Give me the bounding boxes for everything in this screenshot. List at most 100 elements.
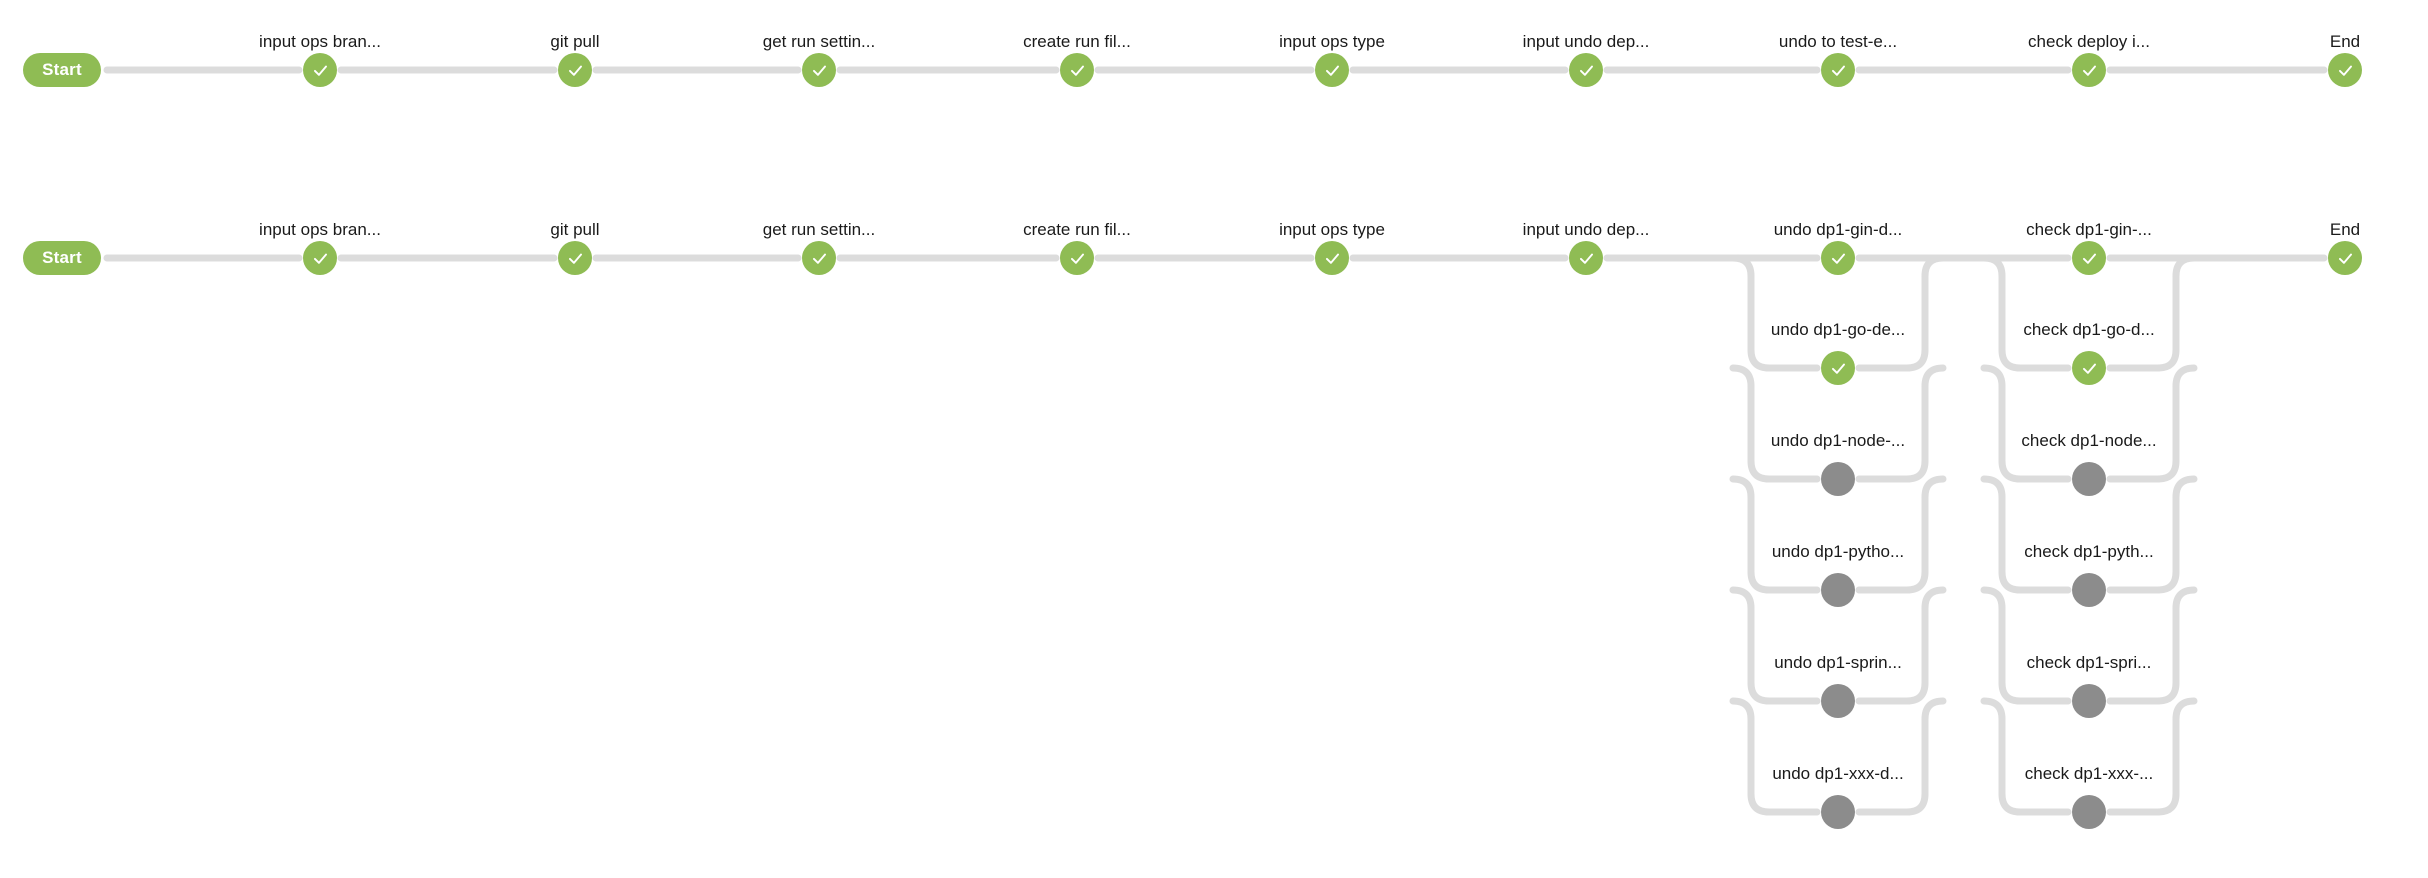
pipeline-node-bu-5[interactable]: [1821, 795, 1855, 829]
pipeline-node-bc-4[interactable]: [2072, 684, 2106, 718]
pipeline-node-r1-n7[interactable]: [1821, 53, 1855, 87]
pipeline-node-bu-4[interactable]: [1821, 684, 1855, 718]
node-label-bc-4: check dp1-spri...: [2026, 653, 2152, 672]
node-label-bu-4: undo dp1-sprin...: [1774, 653, 1902, 672]
check-icon[interactable]: [802, 241, 836, 275]
branch-corner-right-bu-3: [1921, 475, 1947, 501]
circle-icon[interactable]: [2072, 684, 2106, 718]
check-icon[interactable]: [1315, 53, 1349, 87]
circle-icon[interactable]: [2072, 462, 2106, 496]
pipeline-node-bc-3[interactable]: [2072, 573, 2106, 607]
circle-icon[interactable]: [1821, 795, 1855, 829]
start-node-pill[interactable]: Start: [23, 241, 101, 275]
check-icon[interactable]: [1569, 241, 1603, 275]
branch-corner-left-bc-3: [1980, 475, 2006, 501]
pipeline-node-r2-n6[interactable]: [1569, 241, 1603, 275]
pipeline-node-r1-n8[interactable]: [2072, 53, 2106, 87]
branch-corner-right-bu-4: [1921, 586, 1947, 612]
pipeline-node-r1-end[interactable]: [2328, 53, 2362, 87]
node-label-r2-end: End: [2329, 220, 2361, 239]
node-label-r1-n6: input undo dep...: [1522, 32, 1650, 51]
node-label-r1-n4: create run fil...: [1023, 32, 1131, 51]
node-label-r1-n3: get run settin...: [762, 32, 876, 51]
node-label-r1-n2: git pull: [550, 32, 600, 51]
pipeline-node-r2-n5[interactable]: [1315, 241, 1349, 275]
check-icon[interactable]: [1315, 241, 1349, 275]
node-label-r2-n3: get run settin...: [762, 220, 876, 239]
branch-corner-right-bc-5: [2172, 697, 2198, 723]
pipeline-node-r2-n3[interactable]: [802, 241, 836, 275]
pipeline-node-bu-3[interactable]: [1821, 573, 1855, 607]
pipeline-node-r1-n2[interactable]: [558, 53, 592, 87]
branch-corner-right-bu-1: [1921, 254, 1947, 280]
branch-corner-left-bu-3: [1729, 475, 1755, 501]
check-icon[interactable]: [802, 53, 836, 87]
branch-corner-left-bc-4: [1980, 586, 2006, 612]
check-icon[interactable]: [2072, 53, 2106, 87]
pipeline-node-r2-n7[interactable]: [1821, 241, 1855, 275]
pipeline-node-bu-2[interactable]: [1821, 462, 1855, 496]
circle-icon[interactable]: [1821, 462, 1855, 496]
check-icon[interactable]: [2072, 241, 2106, 275]
check-icon[interactable]: [2328, 241, 2362, 275]
pipeline-node-r2-end[interactable]: [2328, 241, 2362, 275]
branch-corner-left-bc-1: [1980, 254, 2006, 280]
node-label-bc-5: check dp1-xxx-...: [2024, 764, 2154, 783]
branch-corner-left-bu-1: [1729, 254, 1755, 280]
branch-corner-right-bc-3: [2172, 475, 2198, 501]
node-label-bu-5: undo dp1-xxx-d...: [1772, 764, 1904, 783]
check-icon[interactable]: [1060, 53, 1094, 87]
branch-corner-left-bu-4: [1729, 586, 1755, 612]
branch-corner-right-bc-2: [2172, 364, 2198, 390]
pipeline-node-r1-n1[interactable]: [303, 53, 337, 87]
check-icon[interactable]: [303, 241, 337, 275]
circle-icon[interactable]: [2072, 795, 2106, 829]
pipeline-node-bc-1[interactable]: [2072, 351, 2106, 385]
node-label-bc-2: check dp1-node...: [2021, 431, 2157, 450]
pipeline-node-r2-start[interactable]: Start: [23, 241, 101, 275]
check-icon[interactable]: [558, 241, 592, 275]
check-icon[interactable]: [1569, 53, 1603, 87]
branch-corner-left-bc-2: [1980, 364, 2006, 390]
pipeline-node-r1-n6[interactable]: [1569, 53, 1603, 87]
pipeline-node-r2-n2[interactable]: [558, 241, 592, 275]
branch-corner-left-bc-5: [1980, 697, 2006, 723]
pipeline-node-r1-n5[interactable]: [1315, 53, 1349, 87]
pipeline-node-r2-n4[interactable]: [1060, 241, 1094, 275]
node-label-r2-n6: input undo dep...: [1522, 220, 1650, 239]
circle-icon[interactable]: [2072, 573, 2106, 607]
branch-corner-left-bu-5: [1729, 697, 1755, 723]
node-label-r2-n2: git pull: [550, 220, 600, 239]
node-label-r2-n8: check dp1-gin-...: [2026, 220, 2152, 239]
start-node-pill[interactable]: Start: [23, 53, 101, 87]
node-label-r2-n7: undo dp1-gin-d...: [1773, 220, 1903, 239]
node-label-r2-n1: input ops bran...: [259, 220, 381, 239]
node-label-r1-end: End: [2329, 32, 2361, 51]
node-label-r1-n1: input ops bran...: [259, 32, 381, 51]
node-label-bu-1: undo dp1-go-de...: [1770, 320, 1906, 339]
check-icon[interactable]: [2072, 351, 2106, 385]
pipeline-node-r1-n3[interactable]: [802, 53, 836, 87]
pipeline-node-r1-n4[interactable]: [1060, 53, 1094, 87]
pipeline-node-bu-1[interactable]: [1821, 351, 1855, 385]
circle-icon[interactable]: [1821, 684, 1855, 718]
pipeline-node-r2-n8[interactable]: [2072, 241, 2106, 275]
pipeline-node-r1-start[interactable]: Start: [23, 53, 101, 87]
pipeline-node-bc-2[interactable]: [2072, 462, 2106, 496]
check-icon[interactable]: [1821, 53, 1855, 87]
check-icon[interactable]: [303, 53, 337, 87]
pipeline-node-r2-n1[interactable]: [303, 241, 337, 275]
pipeline-node-bc-5[interactable]: [2072, 795, 2106, 829]
check-icon[interactable]: [2328, 53, 2362, 87]
circle-icon[interactable]: [1821, 573, 1855, 607]
check-icon[interactable]: [1821, 351, 1855, 385]
check-icon[interactable]: [558, 53, 592, 87]
branch-corner-right-bc-4: [2172, 586, 2198, 612]
node-label-r2-n5: input ops type: [1279, 220, 1385, 239]
check-icon[interactable]: [1821, 241, 1855, 275]
node-label-r2-n4: create run fil...: [1023, 220, 1131, 239]
node-label-r1-n7: undo to test-e...: [1778, 32, 1898, 51]
branch-corner-right-bu-2: [1921, 364, 1947, 390]
check-icon[interactable]: [1060, 241, 1094, 275]
